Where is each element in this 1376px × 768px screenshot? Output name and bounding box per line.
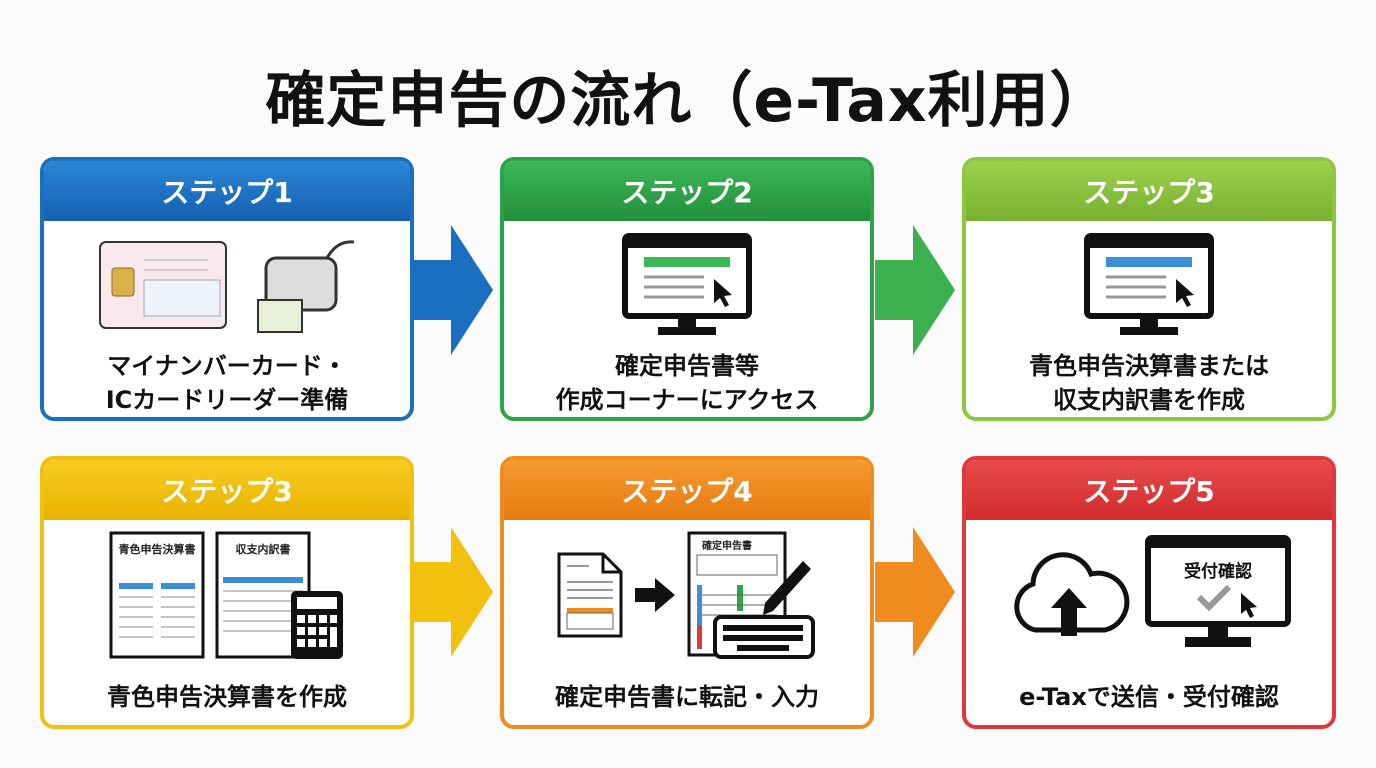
document-icon: 青色申告決算書 [109,531,205,659]
step-caption-line: 確定申告書等 [615,352,759,380]
page-title: 確定申告の流れ（e-Tax利用） [265,66,1111,136]
cloud-upload-icon [1014,552,1130,636]
step-card-2: ステップ2 確定申告書等作成コーナーにアクセス [500,157,874,421]
step-card-5: ステップ4 確定申告書 確定申告書に転記・入力 [500,456,874,729]
step-header: ステップ3 [966,161,1332,221]
step-caption-line: ICカードリーダー準備 [105,386,349,414]
step-header: ステップ3 [44,460,410,520]
monitor-cursor-icon [622,233,752,335]
arrow-right-icon [875,527,955,657]
step-caption-line: 作成コーナーにアクセス [555,386,819,414]
step-header: ステップ2 [504,161,870,221]
document-label: 収支内訳書 [236,542,291,556]
step-caption-line: e-Taxで送信・受付確認 [1019,683,1279,711]
arrow-right-icon [875,225,955,355]
document-icon [557,552,623,638]
arrow-right-icon [413,527,493,657]
step-card-3: ステップ3 青色申告決算書または収支内訳書を作成 [962,157,1336,421]
document-label: 青色申告決算書 [119,542,196,556]
monitor-cursor-icon [1084,233,1214,335]
step-card-6: ステップ5 受付確認 e-Taxで送信・受付確認 [962,456,1336,729]
document-label: 確定申告書 [702,539,752,552]
step-caption-line: 青色申告決算書を作成 [107,683,347,711]
form-icon: 確定申告書 [687,531,815,659]
my-number-card-icon [99,241,227,329]
step-card-4: ステップ3 青色申告決算書 収支内訳書 青色申告決算書を作成 [40,456,414,729]
screen-text: 受付確認 [1184,562,1252,582]
step-header: ステップ4 [504,460,870,520]
arrow-right-icon [413,225,493,355]
card-reader-icon [257,240,355,333]
calculator-icon [291,591,343,659]
step-caption-line: 収支内訳書を作成 [1053,386,1245,414]
step-header: ステップ1 [44,161,410,221]
step-caption-line: 確定申告書に転記・入力 [555,683,819,711]
arrow-right-icon [635,578,675,612]
pen-icon [763,561,811,615]
step-card-1: ステップ1 マイナンバーカード・ ICカードリーダー準備 [40,157,414,421]
step-caption-line: 青色申告決算書または [1029,352,1269,380]
step-header: ステップ5 [966,460,1332,520]
step-caption-line: マイナンバーカード・ [107,352,347,380]
monitor-check-icon [1145,535,1291,647]
